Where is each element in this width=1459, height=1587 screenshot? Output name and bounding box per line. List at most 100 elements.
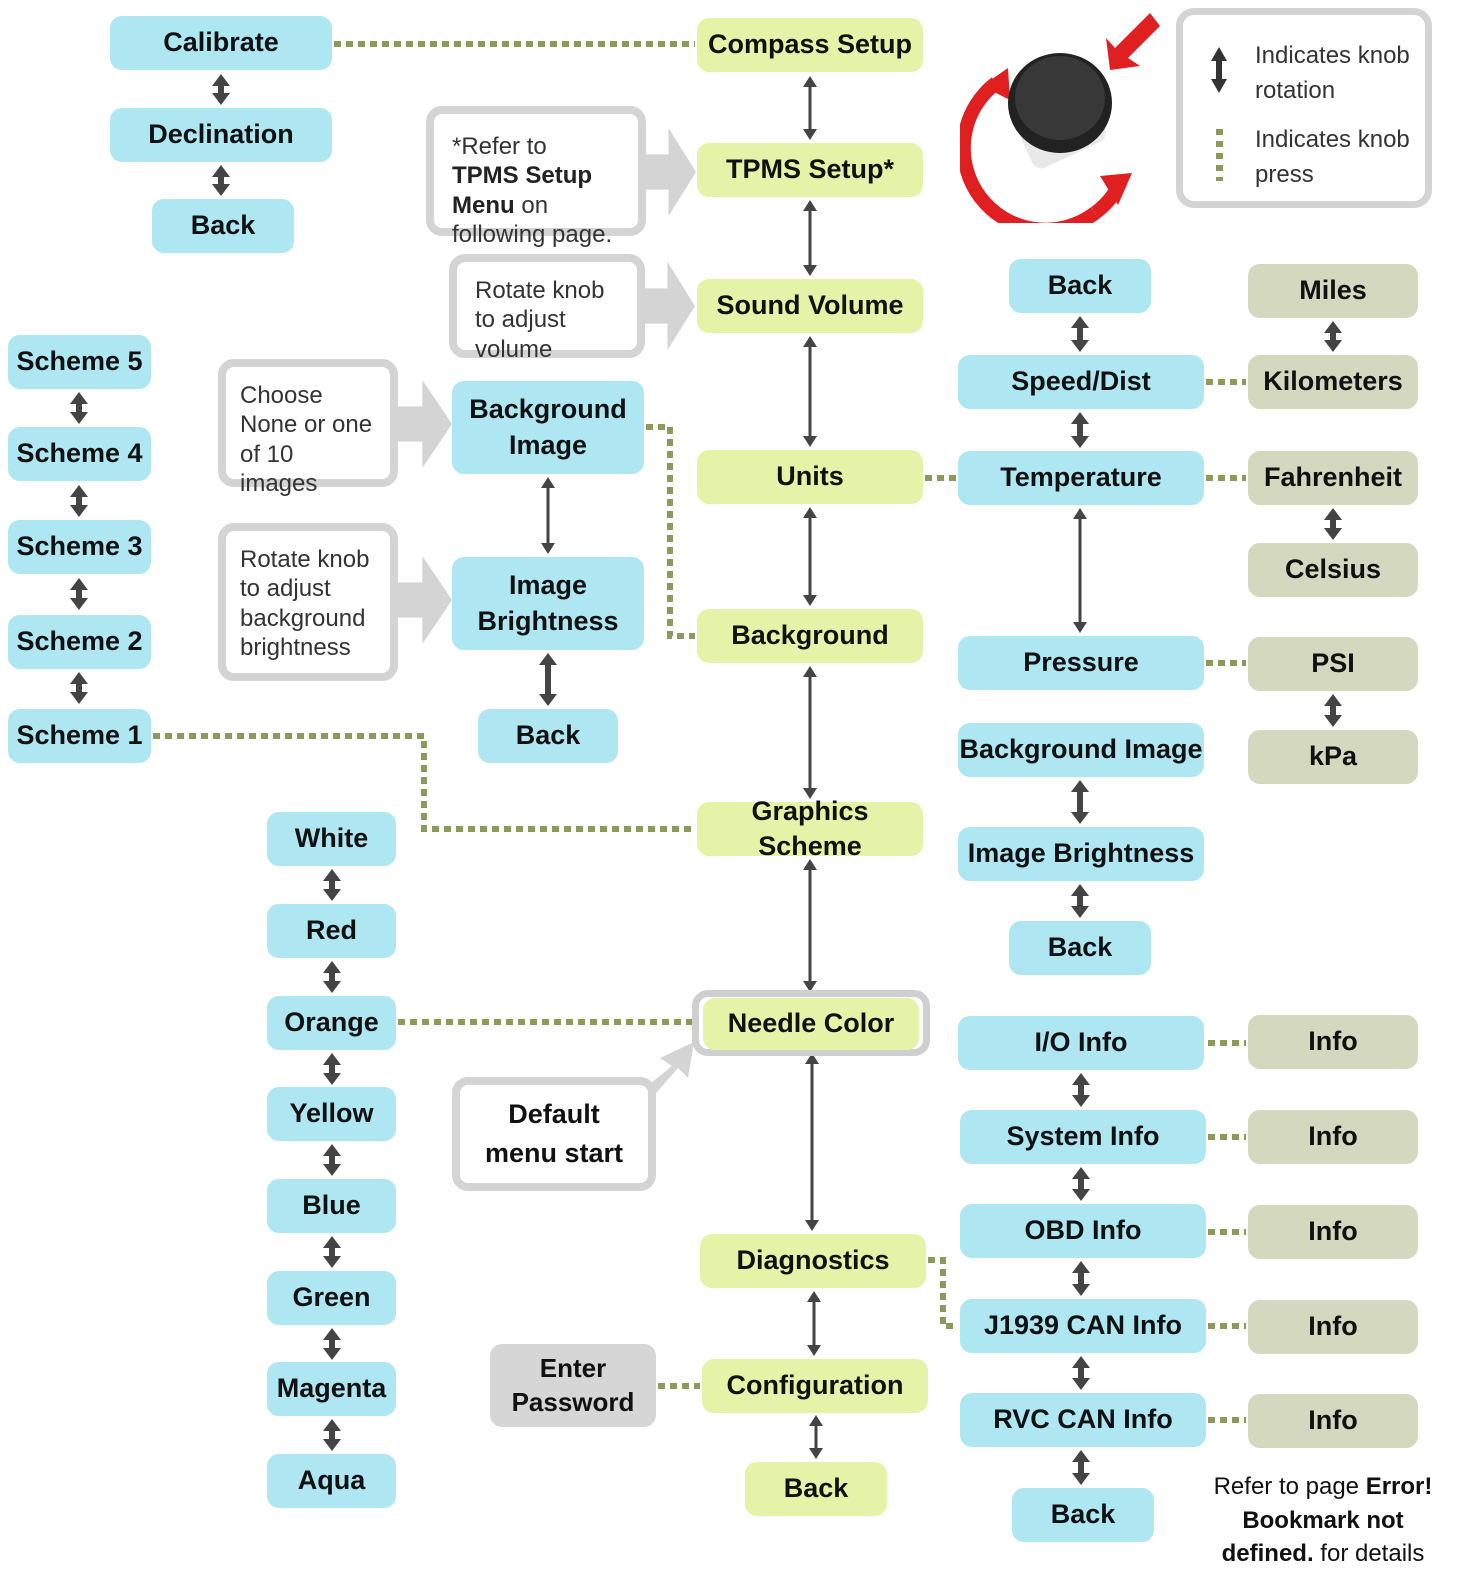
compass-back-node[interactable]: Back [152, 199, 294, 253]
pressure-node[interactable]: Pressure [958, 636, 1204, 690]
brightness-note: Rotate knob to adjust background brightn… [218, 523, 398, 681]
rotation-legend-label: Indicates knob rotation [1255, 42, 1410, 104]
color-magenta-node[interactable]: Magenta [267, 1362, 396, 1416]
units-background-image-node[interactable]: Background Image [958, 723, 1204, 777]
volume-note: Rotate knob to adjust volume [449, 254, 645, 363]
sound-volume-node[interactable]: Sound Volume [697, 279, 923, 333]
units-node[interactable]: Units [697, 450, 923, 504]
scheme-2-node[interactable]: Scheme 2 [8, 615, 151, 669]
declination-node[interactable]: Declination [110, 108, 332, 162]
image-brightness-node[interactable]: Image Brightness [452, 557, 644, 650]
arrow-calibrate-declination-shaft [218, 85, 224, 94]
tpms-setup-node[interactable]: TPMS Setup* [697, 143, 923, 197]
color-orange-node[interactable]: Orange [267, 996, 396, 1050]
arrow-declination-back-head-up [212, 165, 230, 177]
color-yellow-node[interactable]: Yellow [267, 1087, 396, 1141]
arrow-bgimage2-brightness2-head-up [1071, 780, 1089, 792]
scheme-4-node[interactable]: Scheme 4 [8, 427, 151, 481]
note-arrow-volume [645, 262, 695, 350]
color-blue-node[interactable]: Blue [267, 1179, 396, 1233]
rvc-info-option[interactable]: Info [1248, 1394, 1418, 1448]
compass-setup-node[interactable]: Compass Setup [697, 18, 923, 72]
diagnostics-node[interactable]: Diagnostics [700, 1234, 926, 1288]
arrow-rvc-back-shaft [1078, 1461, 1084, 1474]
enter-password-node[interactable]: Enter Password [490, 1344, 656, 1427]
needle-color-node[interactable]: Needle Color [703, 998, 919, 1050]
press-diagnostics-j1939 [928, 1257, 958, 1329]
arrow-color-2-head-up [323, 1053, 341, 1065]
arrow-f-c-head-up [1324, 508, 1342, 520]
arrow-scheme-0-head-down [70, 412, 88, 424]
arrow-psi-kpa-head-down [1324, 715, 1342, 727]
arrow-color-0-head-up [323, 869, 341, 881]
arrow-psi-kpa-head-up [1324, 694, 1342, 706]
configuration-node[interactable]: Configuration [702, 1359, 928, 1413]
celsius-node[interactable]: Celsius [1248, 543, 1418, 597]
arrow-miles-km-head-up [1324, 321, 1342, 333]
arrow-brightness-back-shaft [545, 664, 551, 695]
arrow-scheme-1-shaft [76, 496, 82, 506]
obd-info-node[interactable]: OBD Info [960, 1204, 1206, 1258]
needle-color-highlight [692, 990, 930, 1056]
system-info-node[interactable]: System Info [960, 1110, 1206, 1164]
press-graphics-scheme1 [153, 733, 695, 832]
arrow-color-3-head-up [323, 1144, 341, 1156]
arrow-color-5-head-up [323, 1328, 341, 1340]
graphics-scheme-node[interactable]: Graphics Scheme [697, 796, 923, 861]
arrow-brightness2-back-shaft [1077, 895, 1083, 907]
color-white-node[interactable]: White [267, 812, 396, 866]
calibrate-node[interactable]: Calibrate [110, 16, 332, 70]
color-green-node[interactable]: Green [267, 1271, 396, 1325]
background-image-node[interactable]: Background Image [452, 381, 644, 474]
arrow-color-4-shaft [329, 1247, 335, 1257]
io-info-option[interactable]: Info [1248, 1015, 1418, 1069]
arrow-units-background-head-up [803, 507, 817, 518]
arrow-scheme-1-head-down [70, 505, 88, 517]
temperature-node[interactable]: Temperature [958, 451, 1204, 505]
j1939-can-info-node[interactable]: J1939 CAN Info [960, 1299, 1206, 1353]
tpms-note-bold-1: TPMS [452, 162, 519, 190]
io-info-node[interactable]: I/O Info [958, 1016, 1204, 1070]
scheme-1-node[interactable]: Scheme 1 [8, 709, 151, 763]
psi-node[interactable]: PSI [1248, 637, 1418, 691]
obd-info-option[interactable]: Info [1248, 1205, 1418, 1259]
units-image-brightness-node[interactable]: Image Brightness [958, 827, 1204, 881]
miles-node[interactable]: Miles [1248, 264, 1418, 318]
arrow-brightness2-back-head-down [1071, 906, 1089, 918]
units-back-node[interactable]: Back [1009, 259, 1151, 313]
scheme-3-node[interactable]: Scheme 3 [8, 520, 151, 574]
arrow-scheme-2-head-up [70, 578, 88, 590]
j1939-info-option[interactable]: Info [1248, 1300, 1418, 1354]
rotation-arrowhead-right [1100, 173, 1132, 205]
background-node[interactable]: Background [697, 609, 923, 663]
units-back-2-node[interactable]: Back [1009, 921, 1151, 975]
diagnostics-back-node[interactable]: Back [1012, 1488, 1154, 1542]
color-red-node[interactable]: Red [267, 904, 396, 958]
arrow-tpms-volume-head-up [803, 200, 817, 211]
scheme-5-node[interactable]: Scheme 5 [8, 335, 151, 389]
arrow-color-2-shaft [329, 1064, 335, 1074]
system-info-option[interactable]: Info [1248, 1110, 1418, 1164]
kpa-node[interactable]: kPa [1248, 730, 1418, 784]
arrow-temp-pressure-head-down [1073, 622, 1087, 633]
kilometers-node[interactable]: Kilometers [1248, 355, 1418, 409]
color-aqua-node[interactable]: Aqua [267, 1454, 396, 1508]
background-back-node[interactable]: Back [478, 709, 618, 763]
arrow-bgimage-brightness-head-down [541, 543, 555, 554]
arrow-obd-j1939-head-up [1072, 1261, 1090, 1273]
arrow-miles-km-shaft [1330, 332, 1336, 341]
fahrenheit-node[interactable]: Fahrenheit [1248, 451, 1418, 505]
arrow-scheme-0-shaft [76, 403, 82, 413]
rvc-can-info-node[interactable]: RVC CAN Info [960, 1393, 1206, 1447]
main-back-node[interactable]: Back [745, 1462, 887, 1516]
arrow-system-obd-shaft [1078, 1178, 1084, 1190]
arrow-scheme-1-head-up [70, 485, 88, 497]
arrow-color-4-head-down [323, 1256, 341, 1268]
arrow-declination-back-head-down [212, 184, 230, 196]
arrow-speed-temp-shaft [1077, 423, 1083, 437]
note-arrow-choose-image [398, 380, 452, 468]
arrow-io-system-head-up [1072, 1073, 1090, 1085]
arrow-config-back-head-up [809, 1415, 823, 1426]
speed-dist-node[interactable]: Speed/Dist [958, 355, 1204, 409]
